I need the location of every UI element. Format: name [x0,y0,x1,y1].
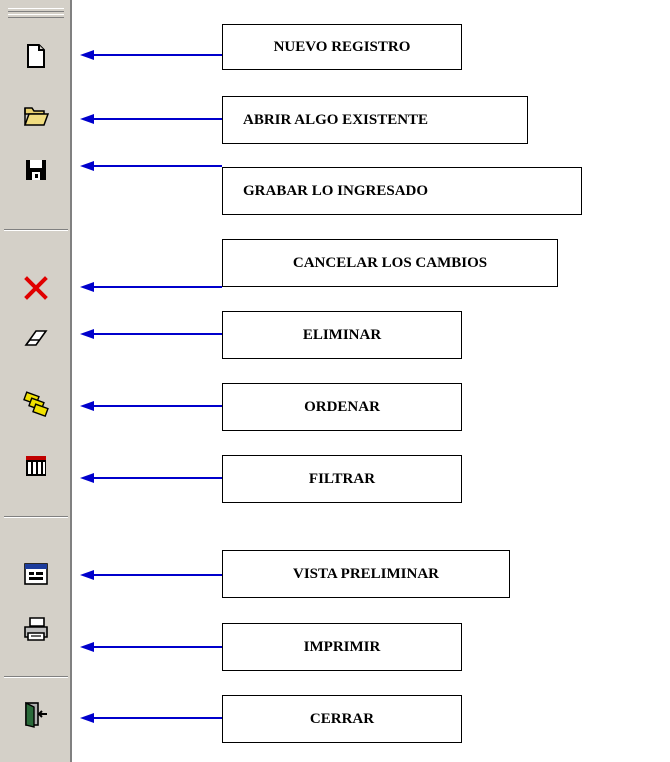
exit-door-icon [25,701,47,728]
label-vista-preliminar: VISTA PRELIMINAR [222,550,510,598]
print-preview-icon [24,563,48,585]
label-cancelar: CANCELAR LOS CAMBIOS [222,239,558,287]
open-folder-icon [23,107,50,126]
delete-button[interactable] [20,321,52,353]
label-nuevo-registro: NUEVO REGISTRO [222,24,462,70]
sort-button[interactable] [20,388,52,420]
toolbar-separator [4,516,68,518]
label-grabar: GRABAR LO INGRESADO [222,167,582,215]
new-document-icon [27,44,45,68]
open-button[interactable] [20,100,52,132]
printer-icon [24,617,48,641]
close-button[interactable] [20,698,52,730]
toolbar-grip[interactable] [8,8,64,12]
label-ordenar: ORDENAR [222,383,462,431]
label-imprimir: IMPRIMIR [222,623,462,671]
label-abrir: ABRIR ALGO EXISTENTE [222,96,528,144]
filter-button[interactable] [20,450,52,482]
new-button[interactable] [20,40,52,72]
cancel-button[interactable] [20,272,52,304]
toolbar [0,0,72,762]
print-preview-button[interactable] [20,558,52,590]
print-button[interactable] [20,613,52,645]
sort-stack-icon [23,391,49,418]
eraser-icon [24,330,48,346]
toolbar-separator [4,229,68,231]
cancel-x-icon [24,276,48,300]
filter-grid-icon [26,456,46,476]
save-button[interactable] [20,154,52,186]
label-cerrar: CERRAR [222,695,462,743]
save-floppy-icon [26,160,46,180]
toolbar-grip[interactable] [8,14,64,18]
label-eliminar: ELIMINAR [222,311,462,359]
label-filtrar: FILTRAR [222,455,462,503]
toolbar-separator [4,676,68,678]
